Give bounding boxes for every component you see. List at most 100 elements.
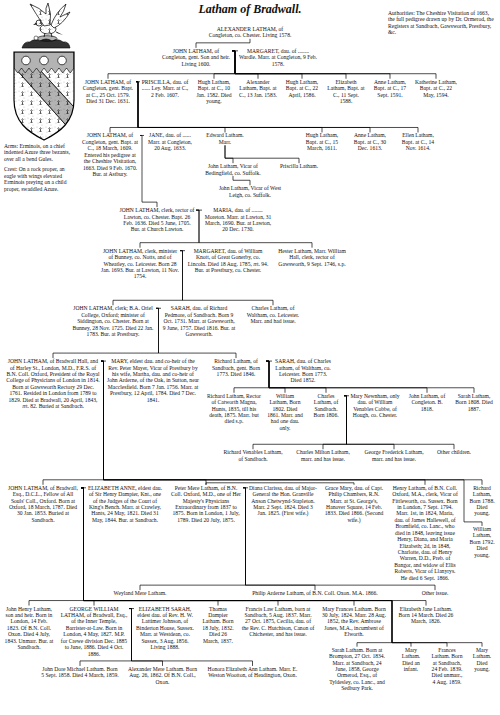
person-entry: Hester Latham, Marr. William Hall, clerk… <box>276 248 348 267</box>
child-head <box>34 36 38 40</box>
person-text: JOHN LATHAM, clerk, minister of Bunney, … <box>101 248 179 280</box>
person-text: Sarah Latham. Born at Brompton, 27 Oct. … <box>327 647 387 692</box>
person-text: Other children. <box>433 449 475 455</box>
person-entry: Ellen Latham, Bapt. at C., 14 Nov. 1614. <box>396 132 440 151</box>
bezant <box>40 56 49 65</box>
person-entry: MARY, eldest dau. and co-heir of the Rev… <box>106 358 200 403</box>
person-text: Mary Latham. Died an infant. <box>397 647 425 673</box>
person-entry: Mary Newnham, only dau. of William Venab… <box>349 393 401 419</box>
person-text: William Latham, Born 1802. Died 1861. Ma… <box>267 393 303 432</box>
heraldry-note: Arms: Erminois, on a chief indented Azur… <box>4 143 74 162</box>
person-text: Henry Latham, of B.N. Coll. Oxford, M.A.… <box>391 485 459 581</box>
person-entry: Mary Frances Latham. Born 30 July, 1824.… <box>320 606 388 638</box>
person-text: JOHN LATHAM, of Bradwall, Esq., D.C.L., … <box>6 485 80 524</box>
person-text: SARAH, dau. of Charles Latham, of Waltha… <box>273 358 333 384</box>
person-entry: Hugh Latham, Bapt. at C., 15 March, 1611… <box>300 132 344 151</box>
person-text: MARGARET, dau. of ........ Wardle. Marr.… <box>239 48 317 67</box>
eagle-wing <box>51 4 70 28</box>
person-entry: Elizabeth Latham, Bapt. at C., 11 Sept. … <box>326 79 366 105</box>
eagle-wing <box>30 3 51 26</box>
heraldry-note: Crest: On a rock proper, an eagle with w… <box>4 166 74 192</box>
person-entry: MARIA, dau. of ........ Moreton. Marr. a… <box>202 207 274 233</box>
person-entry: JOHN LATHAM, of Congleton, gent. Bapt. a… <box>80 79 136 105</box>
person-text: George Frederick Latham, marr. and has i… <box>363 449 425 462</box>
person-text: Mary Newnham, only dau. of William Venab… <box>350 393 400 419</box>
person-text: Elizabeth Jane Latham. Born 14 March. Di… <box>397 606 455 625</box>
person-text: JOHN LATHAM, of Congleton, gent. Son and… <box>161 48 231 67</box>
person-entry: Sarah Latham. Born at Brompton, 27 Oct. … <box>326 647 388 692</box>
person-text: Mary Frances Latham. Born 30 July, 1824.… <box>321 606 387 638</box>
person-text: John Dore Michael Latham. Born 5 Sept. 1… <box>41 666 119 679</box>
person-entry: Philip Arderne Latham, of B.N. Coll. Oxo… <box>240 590 390 596</box>
person-text: JANE, dau. of ...... Marr. at Congleton,… <box>145 132 195 151</box>
person-entry: Elizabeth Jane Latham. Born 14 March. Di… <box>396 606 456 625</box>
person-entry: JOHN LATHAM, clerk, minister of Bunney, … <box>100 248 180 280</box>
person-text: MARIA, dau. of ........ Moreton. Marr. a… <box>203 207 273 233</box>
person-text: Peter Mere Latham, of B.N. Coll. Oxford,… <box>170 485 242 524</box>
person-text: GEORGE WILLIAM LATHAM, of Bradwall, Esq.… <box>60 606 128 657</box>
person-entry: MARGARET, dau. of ........ Wardle. Marr.… <box>238 48 318 67</box>
person-text: Thomas Dampier Latham. Born 18 July, 183… <box>201 606 235 645</box>
person-text: John Henry Latham, son and heir. Born in… <box>4 606 54 651</box>
person-text: Richard Venables Latham, of Sandbach. <box>223 449 283 462</box>
person-text: Katherine Latham, Bapt. at C., 22 May, 1… <box>415 79 457 98</box>
bezant <box>22 56 31 65</box>
person-text: William Latham, Born 1792. Died young. <box>469 526 495 558</box>
person-text: Richard Latham, Born 1788. Died young. <box>469 485 495 517</box>
crest <box>22 3 70 48</box>
person-entry: SARAH, dau. of Charles Latham, of Waltha… <box>272 358 334 384</box>
person-entry: John Henry Latham, son and heir. Born in… <box>3 606 55 651</box>
person-text: Edward Latham. Marr. <box>201 132 249 145</box>
person-entry: Other children. <box>432 449 476 455</box>
person-text: Priscilla Latham. <box>273 163 325 169</box>
descent-line <box>225 145 233 163</box>
person-entry: JOHN LATHAM, of Congleton, gent. Bapt. a… <box>80 132 140 177</box>
person-text: Alexander Latham, Bapt. at C., 13 Jan. 1… <box>239 79 277 98</box>
person-entry: Weyland Mere Latham. <box>100 590 180 596</box>
person-text: ELIZABETH SARAH, eldest dau. of Rev. H. … <box>135 606 195 651</box>
person-text: Other issue. <box>411 590 459 596</box>
person-entry: Henry Latham, of B.N. Coll. Oxford, M.A.… <box>390 485 460 581</box>
descent-line <box>196 39 250 48</box>
eagle-beak <box>33 23 37 26</box>
person-text: Frances Latham. Born at Sandbach, 24 Feb… <box>431 647 463 686</box>
eagle-tail <box>55 31 63 35</box>
authorities-note: Authorities: The Cheshire Visitation of … <box>388 10 496 36</box>
person-text: Richard Latham, of Sandbach, gent. Born … <box>207 358 265 377</box>
person-text: Grace Mary, dau. of Capt. Philip Chamber… <box>324 485 384 524</box>
person-text: ELIZABETH ANNE, eldest dau. of Sir Henry… <box>87 485 163 524</box>
person-text: SARAH, dau. of Richard Pedmore, of Sandb… <box>162 305 236 337</box>
person-text: Charles Latham, of Sandbach. Born 1806. <box>309 393 343 419</box>
person-text: Anne Latham, Bapt. at C., 17 Sept. 1591. <box>371 79 409 98</box>
person-entry: Charles Latham, of Waltham, co. Leiceste… <box>242 305 304 324</box>
person-entry: Other issue. <box>410 590 460 596</box>
person-entry: PRISCILLA, dau. of ...... Ley. Marr. at … <box>140 79 190 98</box>
person-entry: Peter Mere Latham, of B.N. Coll. Oxford,… <box>169 485 243 524</box>
person-entry: Katherine Latham, Bapt. at C., 22 May, 1… <box>414 79 458 98</box>
person-entry: John Latham, Vicar of West Leigh, co. Su… <box>210 185 290 198</box>
person-entry: Alexander Latham, Bapt. at C., 13 Jan. 1… <box>238 79 278 98</box>
person-entry: William Latham, Born 1802. Died 1861. Ma… <box>266 393 304 432</box>
person-entry: Mary Latham. Died young. <box>468 647 496 673</box>
person-entry: Hugh Latham, Bapt. at C., 10 Jan. 1582. … <box>194 79 234 105</box>
person-entry: SARAH, dau. of Richard Pedmore, of Sandb… <box>161 305 237 337</box>
marriage-line <box>206 483 354 485</box>
person-entry: GEORGE WILLIAM LATHAM, of Bradwall, Esq.… <box>59 606 129 657</box>
person-text: Alexander Mere Latham. Born Aug. 26, 186… <box>126 666 199 685</box>
person-entry: ELIZABETH SARAH, eldest dau. of Rev. H. … <box>134 606 196 651</box>
person-text: Philip Arderne Latham, of B.N. Coll. Oxo… <box>241 590 389 596</box>
person-text: Charles Milton Latham, marr. and has iss… <box>291 449 355 462</box>
person-text: JOHN LATHAM, of Congleton, gent. Bapt. a… <box>81 79 135 105</box>
person-entry: Richard Venables Latham, of Sandbach. <box>222 449 284 462</box>
person-entry: George Frederick Latham, marr. and has i… <box>362 449 426 462</box>
person-text: Hugh Latham, Bapt. at C., 15 March, 1611… <box>301 132 343 151</box>
person-entry: JOHN LATHAM, clerk; B.A. Oriel College, … <box>70 305 156 337</box>
person-text: JOHN LATHAM, clerk; B.A. Oriel College, … <box>71 305 155 337</box>
bend-gules <box>6 46 84 132</box>
person-text: JOHN LATHAM, of Congleton, gent. Bapt. a… <box>81 132 139 177</box>
person-entry: John Latham, Vicar of Bedingfield, co. S… <box>200 163 266 176</box>
person-text: Francis Law Latham, born at Sandbach, 5 … <box>241 606 315 638</box>
person-entry: Anne Latham, Bapt. at C., 30 Dec. 1613. <box>348 132 392 151</box>
eagle-talons <box>44 33 52 37</box>
